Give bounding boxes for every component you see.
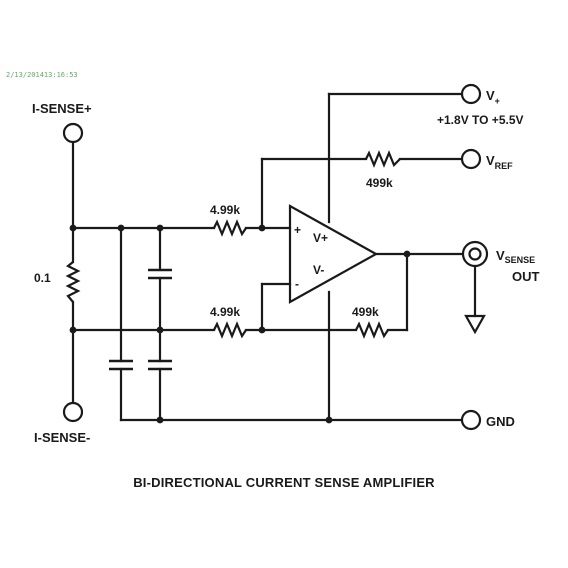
common-mode-capacitor-1: [109, 359, 133, 371]
vref-terminal: [460, 148, 482, 170]
isense-plus-label: I-SENSE+: [32, 101, 92, 116]
vsense-out-label: OUT: [512, 269, 540, 284]
vplus-terminal: [460, 83, 482, 105]
op-amp-vplus-pin: V+: [313, 231, 328, 245]
gnd-terminal: [460, 409, 482, 431]
supply-range-label: +1.8V TO +5.5V: [437, 113, 524, 127]
vref-resistor: [365, 150, 401, 168]
junction-dot: [403, 250, 411, 258]
junction-dot: [69, 326, 77, 334]
differential-capacitor: [148, 268, 172, 280]
shunt-resistor: [65, 261, 81, 303]
vsense-label: VSENSE: [496, 248, 535, 265]
diagram-title: BI-DIRECTIONAL CURRENT SENSE AMPLIFIER: [133, 475, 435, 490]
junction-dot: [156, 416, 164, 424]
feedback-resistor: [355, 321, 389, 339]
input-resistor-top-value: 4.99k: [210, 203, 240, 217]
junction-dot: [117, 224, 125, 232]
common-mode-capacitor-2: [148, 359, 172, 371]
wires: [71, 92, 477, 422]
gnd-label: GND: [486, 414, 515, 429]
junction-dot: [325, 416, 333, 424]
vref-label: VREF: [486, 153, 513, 171]
junction-dot: [69, 224, 77, 232]
shunt-value-label: 0.1: [34, 271, 51, 285]
isense-minus-label: I-SENSE-: [34, 430, 90, 445]
op-amp-triangle: [288, 204, 379, 304]
junction-dots: [69, 224, 411, 424]
input-resistor-top: [213, 219, 247, 237]
vref-resistor-value: 499k: [366, 176, 393, 190]
junction-dot: [156, 326, 164, 334]
op-amp-vminus-pin: V-: [313, 263, 324, 277]
junction-dot: [258, 326, 266, 334]
timestamp-text: 2/13/201413:16:53: [6, 71, 78, 79]
input-resistor-bottom-value: 4.99k: [210, 305, 240, 319]
vsense-out-terminal: [461, 240, 489, 268]
op-amp-plus-sign: +: [294, 223, 301, 237]
ground-symbol: [464, 314, 486, 335]
isense-minus-terminal: [62, 401, 84, 423]
junction-dot: [156, 224, 164, 232]
isense-plus-terminal: [62, 122, 84, 144]
feedback-resistor-value: 499k: [352, 305, 379, 319]
input-resistor-bottom: [213, 321, 247, 339]
vplus-label: V+: [486, 88, 500, 106]
op-amp-minus-sign: -: [295, 277, 299, 291]
junction-dot: [258, 224, 266, 232]
